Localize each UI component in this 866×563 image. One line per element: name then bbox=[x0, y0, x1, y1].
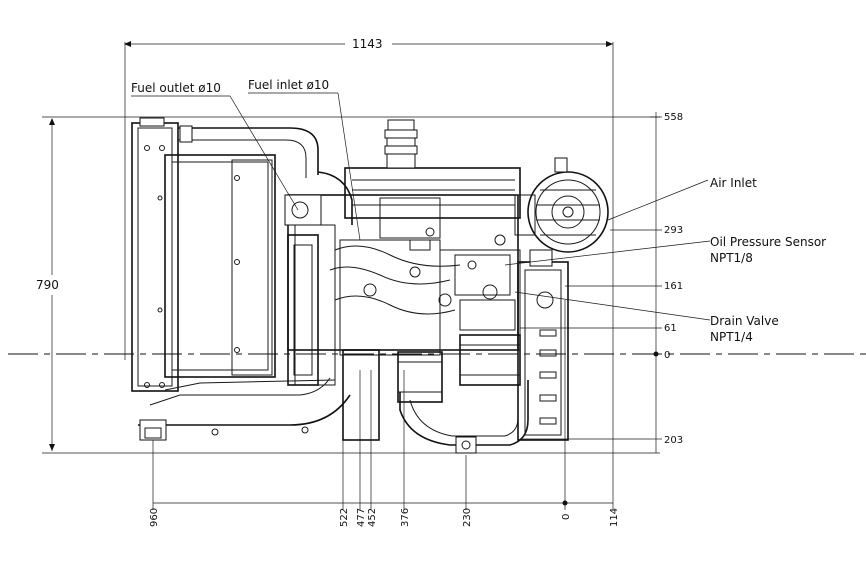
overall-width-dimension: 1143 bbox=[124, 37, 614, 510]
tick-230: 230 bbox=[462, 508, 473, 527]
overall-width-label: 1143 bbox=[352, 37, 383, 51]
fuel-inlet-callout: Fuel inlet ø10 bbox=[248, 78, 361, 241]
tick-61: 61 bbox=[664, 323, 677, 334]
tick-558: 558 bbox=[664, 112, 683, 123]
tick-203: 203 bbox=[664, 435, 683, 446]
tick-960: 960 bbox=[149, 508, 160, 527]
drain-valve-label: Drain Valve bbox=[710, 314, 779, 328]
fuel-outlet-label: Fuel outlet ø10 bbox=[131, 81, 221, 95]
overall-height-dimension: 790 bbox=[36, 116, 660, 454]
oil-pressure-thread: NPT1/8 bbox=[710, 251, 753, 265]
tick-452: 452 bbox=[367, 508, 378, 527]
tick-477: 477 bbox=[356, 508, 367, 527]
tick-0-right: 0 bbox=[664, 350, 670, 361]
oil-pressure-callout: Oil Pressure Sensor NPT1/8 bbox=[504, 235, 826, 266]
tick-293: 293 bbox=[664, 225, 683, 236]
tick-376: 376 bbox=[400, 508, 411, 527]
air-inlet-callout: Air Inlet bbox=[607, 176, 757, 221]
bottom-dimension-scale: 960 522 477 452 376 230 0 114 bbox=[149, 300, 620, 527]
fuel-inlet-label: Fuel inlet ø10 bbox=[248, 78, 329, 92]
right-dimension-scale: 558 293 161 61 0 203 bbox=[520, 112, 683, 453]
tick-161: 161 bbox=[664, 281, 683, 292]
tick-522: 522 bbox=[339, 508, 350, 527]
fuel-outlet-callout: Fuel outlet ø10 bbox=[131, 81, 299, 211]
oil-pressure-label: Oil Pressure Sensor bbox=[710, 235, 826, 249]
engine-outline bbox=[131, 117, 609, 454]
drain-valve-thread: NPT1/4 bbox=[710, 330, 753, 344]
tick-114: 114 bbox=[609, 508, 620, 527]
tick-0-bottom: 0 bbox=[561, 514, 572, 520]
drain-valve-callout: Drain Valve NPT1/4 bbox=[514, 291, 779, 344]
air-inlet-label: Air Inlet bbox=[710, 176, 757, 190]
overall-height-label: 790 bbox=[36, 278, 59, 292]
